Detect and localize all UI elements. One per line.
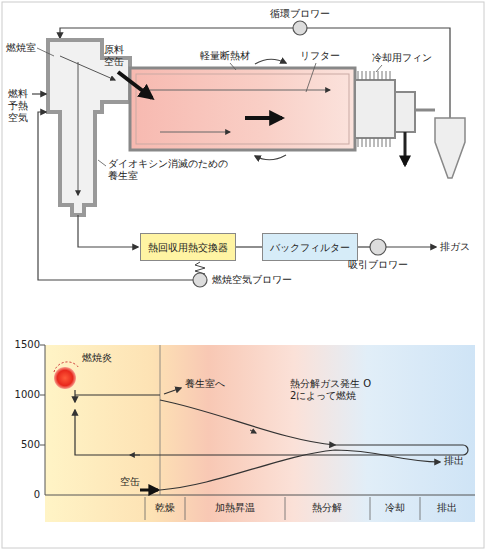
kiln-plant (230, 63, 236, 70)
box-text: 熱回収用熱交換器 (148, 242, 228, 253)
temperature-chart (463, 445, 468, 455)
temperature-chart (140, 489, 158, 492)
kiln-plant (78, 62, 79, 195)
temperature-chart (285, 497, 286, 520)
chart-note: 空缶 (120, 476, 140, 488)
input-label: 予熱空気 (8, 100, 30, 124)
temperature-chart (160, 345, 161, 495)
kiln-plant (376, 65, 382, 72)
kiln-plant (37, 48, 54, 56)
input-label: 燃料 (8, 88, 28, 100)
kiln-plant (160, 132, 230, 133)
duct-line (358, 246, 370, 247)
temperature-chart (420, 497, 421, 520)
flow-connector (236, 246, 262, 247)
part-label: 吸引ブロワー (348, 259, 408, 271)
temperature-chart (145, 497, 146, 520)
stage-label: 熱分解 (312, 502, 342, 514)
kiln-plant (255, 59, 286, 64)
axis-tick: 1000 (15, 389, 40, 401)
temperature-chart (160, 400, 463, 445)
kiln-plant (306, 63, 316, 92)
input-label: 原料空缶 (104, 44, 126, 68)
part-label: ダイオキシン消滅のための養生室 (108, 158, 234, 182)
temperature-chart (75, 394, 160, 395)
temperature-chart (74, 390, 75, 402)
kiln-plant (130, 68, 355, 150)
temperature-chart (75, 410, 463, 455)
temperature-chart (40, 395, 45, 396)
stage-label: 加熱昇温 (215, 502, 255, 514)
kiln-plant (245, 116, 282, 120)
axis-tick: 0 (34, 489, 40, 501)
kiln-plant (255, 155, 286, 160)
part-label: 燃焼空気ブロワー (212, 274, 292, 286)
kiln-plant (293, 21, 307, 35)
temperature-chart (45, 495, 475, 496)
part-label: 循環ブロワー (270, 8, 330, 20)
kiln-plant (48, 40, 130, 215)
kiln-plant (357, 71, 393, 80)
kiln-plant (357, 138, 393, 147)
kiln-plant (193, 273, 207, 287)
kiln-plant (32, 93, 46, 94)
temperature-chart (40, 345, 475, 522)
axis-tick: 500 (21, 439, 40, 451)
chart-note: 熱分解ガス発生 O2によって燃焼 (290, 378, 374, 402)
kiln-plant (32, 21, 465, 287)
kiln-plant (435, 118, 465, 178)
part-label: 軽量断熱材 (200, 50, 250, 62)
exchanger-box: 熱回収用熱交換器 (140, 233, 236, 261)
temperature-chart (54, 367, 76, 389)
output-label: 排ガス (440, 241, 470, 253)
temperature-chart (145, 497, 420, 520)
kiln-plant (415, 109, 435, 112)
stage-label: 排出 (437, 502, 457, 514)
chart-note: 排出 (444, 455, 464, 467)
temperature-chart (160, 450, 440, 490)
kiln-plant (386, 246, 436, 247)
temperature-chart (185, 497, 186, 520)
kiln-plant (150, 90, 330, 91)
temperature-chart (370, 497, 371, 520)
kiln-plant (370, 239, 386, 255)
part-label: 冷却用フィン (372, 52, 432, 64)
temperature-chart (40, 345, 45, 346)
kiln-plant (404, 132, 407, 165)
temperature-chart (40, 445, 45, 446)
kiln-plant (118, 72, 152, 98)
stage-label: 乾燥 (155, 502, 175, 514)
temperature-chart (164, 388, 181, 394)
box-text: バックフィルター (270, 242, 350, 253)
part-label: リフター (300, 50, 340, 62)
temperature-chart (45, 345, 46, 495)
kiln-plant (78, 215, 138, 247)
kiln-plant (395, 92, 415, 132)
temperature-chart (250, 430, 256, 433)
filter-box: バックフィルター (262, 233, 358, 261)
chart-note: 燃焼炎 (82, 352, 112, 364)
temperature-chart (54, 362, 79, 372)
axis-tick: 1500 (15, 339, 40, 351)
kiln-plant (98, 160, 106, 166)
temperature-chart (45, 345, 475, 522)
temperature-chart (130, 455, 140, 456)
kiln-plant (136, 74, 349, 144)
kiln-plant (355, 80, 395, 138)
chart-note: 養生室へ (185, 378, 225, 390)
part-label: 燃焼室 (6, 42, 36, 54)
stage-label: 冷却 (385, 502, 405, 514)
